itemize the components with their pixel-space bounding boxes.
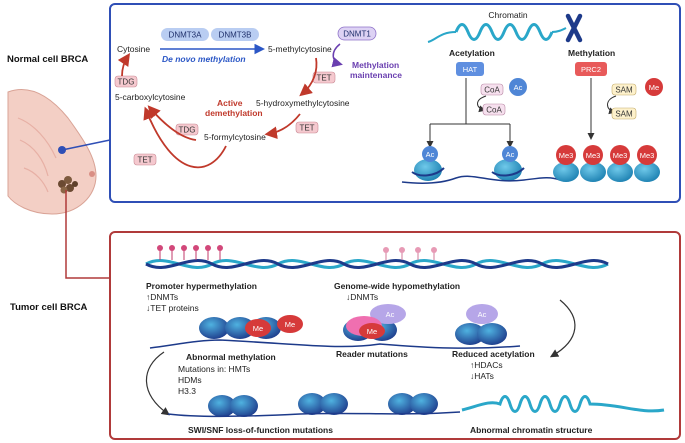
methylation-label: Methylation [568,48,615,58]
tumor-connector [65,190,110,279]
mutations-line-1: Mutations in: HMTs [178,364,250,374]
nucleosome-me3-1: Me3 [553,145,579,182]
normal-connector [61,139,111,151]
chromatin-section: Chromatin Acetylation Methylation HAT PR… [401,10,663,184]
ac-circle: Ac [514,83,523,92]
promoter-line-2: ↓TET proteins [146,303,199,313]
genome-line-1: ↓DNMTs [346,292,378,302]
ac-label-2: Ac [506,150,515,159]
promoter-line-1: ↑DNMTs [146,292,178,302]
swi-snf-nucleosomes [167,393,461,418]
ac-label-3: Ac [386,310,395,319]
abnormal-methylation-group: Me Me [199,315,303,339]
sam-top: SAM [615,86,633,95]
nucleosome-acetyl-1: Ac [411,146,445,181]
nucleosome-acetyl-2: Ac [491,146,525,181]
hydroxymethylcytosine-label: 5-hydroxymethylcytosine [256,98,350,108]
reduced-acetylation-label: Reduced acetylation [452,349,535,359]
tdg-tag-2: TDG [118,78,135,87]
tdg-tag-1: TDG [179,126,196,135]
nucleosome-me3-4: Me3 [634,145,660,182]
formylcytosine-label: 5-formylcytosine [204,132,266,142]
methylation-cycle: DNMT3A DNMT3B Cytosine De novo methylati… [114,26,402,169]
tet-tag-1: TET [316,74,331,83]
me3-label-3: Me3 [613,151,628,160]
dnmt3a-pill: DNMT3A [169,31,203,40]
chromatin-title: Chromatin [488,10,527,20]
me3-label-4: Me3 [640,151,655,160]
dnmt3b-pill: DNMT3B [219,31,252,40]
tumor-panel [109,231,681,440]
methyl-lollipops-dense [157,245,223,260]
me-label-2: Me [253,324,263,333]
me-label-3: Me [367,327,377,336]
normal-panel [109,3,681,203]
tet-tag-2: TET [299,124,314,133]
reduced-line-2: ↓HATs [470,371,494,381]
me3-label-2: Me3 [586,151,601,160]
dnmt1-pill: DNMT1 [343,30,371,39]
reduced-line-1: ↑HDACs [470,360,503,370]
ac-label-1: Ac [426,150,435,159]
tumor-cell-label: Tumor cell BRCA [10,302,88,313]
abnormal-chromatin-fiber [461,395,665,413]
ac-label-4: Ac [478,310,487,319]
chromatin-fiber [454,23,554,41]
prc2-box: PRC2 [581,65,601,74]
active-demethylation-2: demethylation [205,108,263,118]
breast-illustration [7,89,97,215]
abnormal-methylation-label: Abnormal methylation [186,352,276,362]
curve-arrow-right [549,299,576,358]
curve-arrow-left [145,351,170,416]
de-novo-label: De novo methylation [162,54,246,64]
mutations-line-2: HDMs [178,375,202,385]
maintenance-label-1: Methylation [352,60,399,70]
reduced-acetylation-group: Ac [455,304,507,345]
genome-title: Genome-wide hypomethylation [334,281,460,291]
me-circle: Me [649,83,659,92]
methyl-lollipops-sparse [383,247,437,260]
nucleosome-me3-2: Me3 [580,145,606,182]
me3-label-1: Me3 [559,151,574,160]
mutations-line-3: H3.3 [178,386,196,396]
coa-bottom: CoA [486,106,502,115]
hat-box: HAT [463,65,478,74]
reader-mutations-label: Reader mutations [336,349,408,359]
chromosome-icon [565,13,583,43]
tumor-dna-helix [145,259,609,269]
reader-mutation-group: Ac Me [343,304,406,341]
me-label-1: Me [285,320,295,329]
carboxylcytosine-label: 5-carboxylcytosine [115,92,186,102]
promoter-title: Promoter hypermethylation [146,281,257,291]
tet-tag-3: TET [137,156,152,165]
nucleosome-me3-3: Me3 [607,145,633,182]
coa-top: CoA [484,86,500,95]
cytosine-label: Cytosine [117,44,150,54]
active-demethylation-1: Active [217,98,243,108]
abnormal-chromatin-label: Abnormal chromatin structure [470,425,593,435]
tumor-mass [58,176,78,194]
acetylation-label: Acetylation [449,48,495,58]
maintenance-label-2: maintenance [350,70,402,80]
normal-cell-label: Normal cell BRCA [7,54,88,65]
swi-snf-label: SWI/SNF loss-of-function mutations [188,425,333,435]
methylcytosine-label: 5-methylcytosine [268,44,332,54]
sam-bottom: SAM [615,110,633,119]
